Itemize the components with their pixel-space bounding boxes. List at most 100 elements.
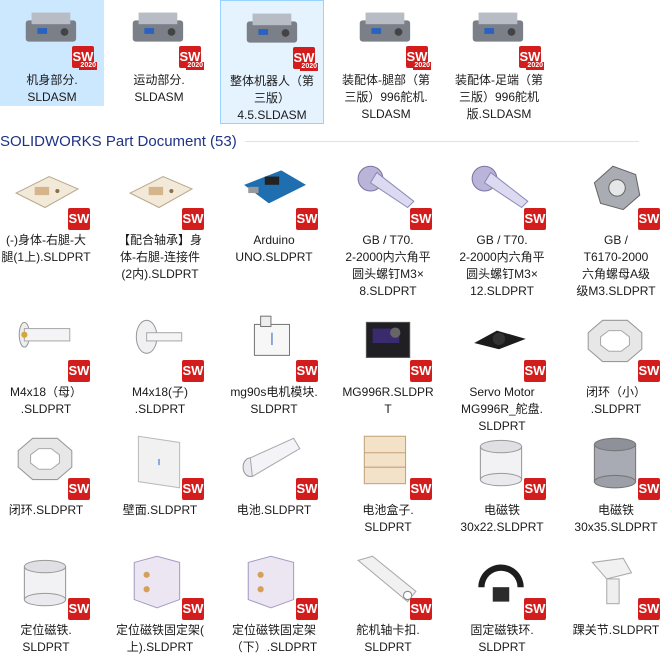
solidworks-icon: SW — [638, 208, 660, 230]
part-file-item[interactable]: SW MG996R.SLDPR T — [336, 312, 440, 418]
solidworks-icon: SW — [182, 360, 204, 382]
part-file-item[interactable]: SW GB / T6170-2000 六角螺母A级 级M3.SLDPRT — [564, 160, 668, 300]
servo-horn-icon — [474, 330, 526, 350]
solidworks-icon: SW — [524, 208, 546, 230]
solidworks-icon: SW — [296, 360, 318, 382]
file-name: M4x18(子) .SLDPRT — [131, 385, 188, 416]
badge-version: 2020 — [186, 62, 204, 70]
assembly-model-icon — [132, 12, 184, 42]
part-thumbnail: SW — [222, 550, 326, 622]
part-file-item[interactable]: SW M4x18(子) .SLDPRT — [108, 312, 212, 418]
file-name: MG996R.SLDPR T — [342, 385, 434, 416]
part-file-item[interactable]: SW GB / T70. 2-2000内六角平 圆头螺钉M3× 12.SLDPRT — [450, 160, 554, 300]
plate-part-icon — [14, 175, 80, 209]
badge-version: 2020 — [413, 62, 431, 70]
badge-version: 2020 — [300, 63, 318, 71]
assembly-model-icon — [25, 12, 77, 42]
disc-shaft-icon — [135, 319, 183, 354]
group-header[interactable]: SOLIDWORKS Part Document (53) — [0, 130, 639, 152]
file-name: 机身部分. SLDASM — [26, 73, 78, 104]
part-thumbnail: SW — [450, 160, 554, 232]
file-name: Servo Motor MG996R_舵盘. SLDPRT — [460, 385, 544, 433]
file-name: M4x18（母） .SLDPRT — [9, 385, 83, 416]
part-thumbnail: SW — [336, 312, 440, 384]
badge-version: 2020 — [79, 62, 97, 70]
solidworks-icon: SW — [410, 478, 432, 500]
part-file-item[interactable]: SW【配合轴承】身 体-右腿-连接件 (2内).SLDPRT — [108, 160, 212, 283]
file-name: 闭环（小） .SLDPRT — [585, 385, 646, 416]
hex-nut-icon — [593, 165, 641, 211]
file-name: GB / T70. 2-2000内六角平 圆头螺钉M3× 12.SLDPRT — [459, 233, 545, 298]
shaft-icon — [18, 321, 71, 348]
file-name: GB / T6170-2000 六角螺母A级 级M3.SLDPRT — [576, 233, 656, 298]
part-file-item[interactable]: SW(-)身体-右腿-大 腿(1上).SLDPRT — [0, 160, 98, 266]
cylinder-icon — [23, 559, 67, 607]
part-thumbnail: SW — [0, 430, 98, 502]
solidworks-icon: SW — [296, 208, 318, 230]
file-name: 电池盒子. SLDPRT — [362, 503, 414, 534]
arduino-board-icon — [244, 170, 306, 204]
part-thumbnail: SW — [450, 550, 554, 622]
solidworks-icon: SW — [410, 360, 432, 382]
assembly-model-icon — [359, 12, 411, 42]
part-thumbnail: SW — [222, 430, 326, 502]
part-file-item[interactable]: SW 定位磁铁固定架 （下）.SLDPRT — [222, 550, 326, 656]
file-name: 定位磁铁固定架 （下）.SLDPRT — [230, 623, 318, 654]
solidworks-icon: SW — [410, 208, 432, 230]
part-thumbnail: SW — [108, 430, 212, 502]
file-name: 壁面.SLDPRT — [122, 503, 198, 517]
file-name: 踝关节.SLDPRT — [572, 623, 660, 637]
solidworks-icon: SW — [296, 598, 318, 620]
part-file-item[interactable]: SW 电池盒子. SLDPRT — [336, 430, 440, 536]
solidworks-icon: SW — [182, 208, 204, 230]
badge-label: SW — [293, 50, 315, 65]
part-file-item[interactable]: SW Arduino UNO.SLDPRT — [222, 160, 326, 266]
solidworks-icon: SW — [68, 598, 90, 620]
badge-version: 2020 — [526, 62, 544, 70]
arm-link-icon — [357, 555, 417, 603]
solidworks-icon: SW — [410, 598, 432, 620]
bracket-icon — [247, 555, 295, 609]
file-name: Arduino UNO.SLDPRT — [235, 233, 313, 264]
part-thumbnail: SW — [564, 430, 668, 502]
solidworks-icon: SW — [68, 208, 90, 230]
battery-icon — [242, 437, 301, 478]
solidworks-icon: SW — [638, 478, 660, 500]
group-title[interactable]: SOLIDWORKS Part Document (53) — [0, 132, 237, 150]
file-name: 整体机器人（第 三版） 4.5.SLDASM — [229, 74, 314, 122]
part-thumbnail: SW — [336, 160, 440, 232]
part-thumbnail: SW — [564, 312, 668, 384]
part-thumbnail: SW — [0, 312, 98, 384]
group-divider — [244, 140, 639, 142]
assembly-model-icon — [472, 12, 524, 42]
part-thumbnail: SW — [222, 160, 326, 232]
file-name: 装配体-足端（第 三版）996舵机 版.SLDASM — [455, 73, 543, 121]
part-thumbnail: SW — [0, 550, 98, 622]
